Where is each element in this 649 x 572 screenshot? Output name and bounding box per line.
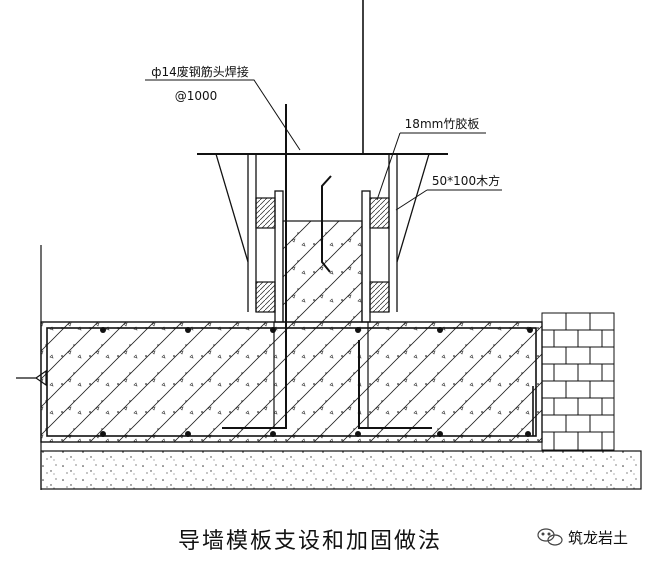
watermark: 筑龙岩土 — [537, 528, 628, 547]
slab-rebars — [222, 104, 534, 436]
vertical-supports — [247, 154, 398, 312]
label-weld-rebar: ф14废钢筋头焊接 — [151, 64, 249, 79]
brick-wall — [541, 312, 615, 451]
label-weld-spacing: @1000 — [175, 89, 218, 103]
diagonal-braces — [215, 153, 430, 263]
drawing-caption: 导墙模板支设和加固做法 — [178, 529, 442, 554]
hook-rebar — [321, 175, 332, 273]
label-plywood: 18mm竹胶板 — [405, 116, 480, 131]
leader-lines — [145, 79, 502, 211]
timber-battens — [255, 197, 390, 313]
rebar-dots — [100, 327, 533, 437]
label-timber: 50*100木方 — [432, 173, 500, 188]
watermark-text: 筑龙岩土 — [568, 529, 628, 547]
concrete-slab — [40, 321, 543, 443]
wechat-icon — [537, 528, 563, 546]
left-break-line — [16, 245, 47, 490]
base-cushion-layer — [40, 450, 642, 490]
bamboo-plywood-formwork — [274, 190, 371, 323]
